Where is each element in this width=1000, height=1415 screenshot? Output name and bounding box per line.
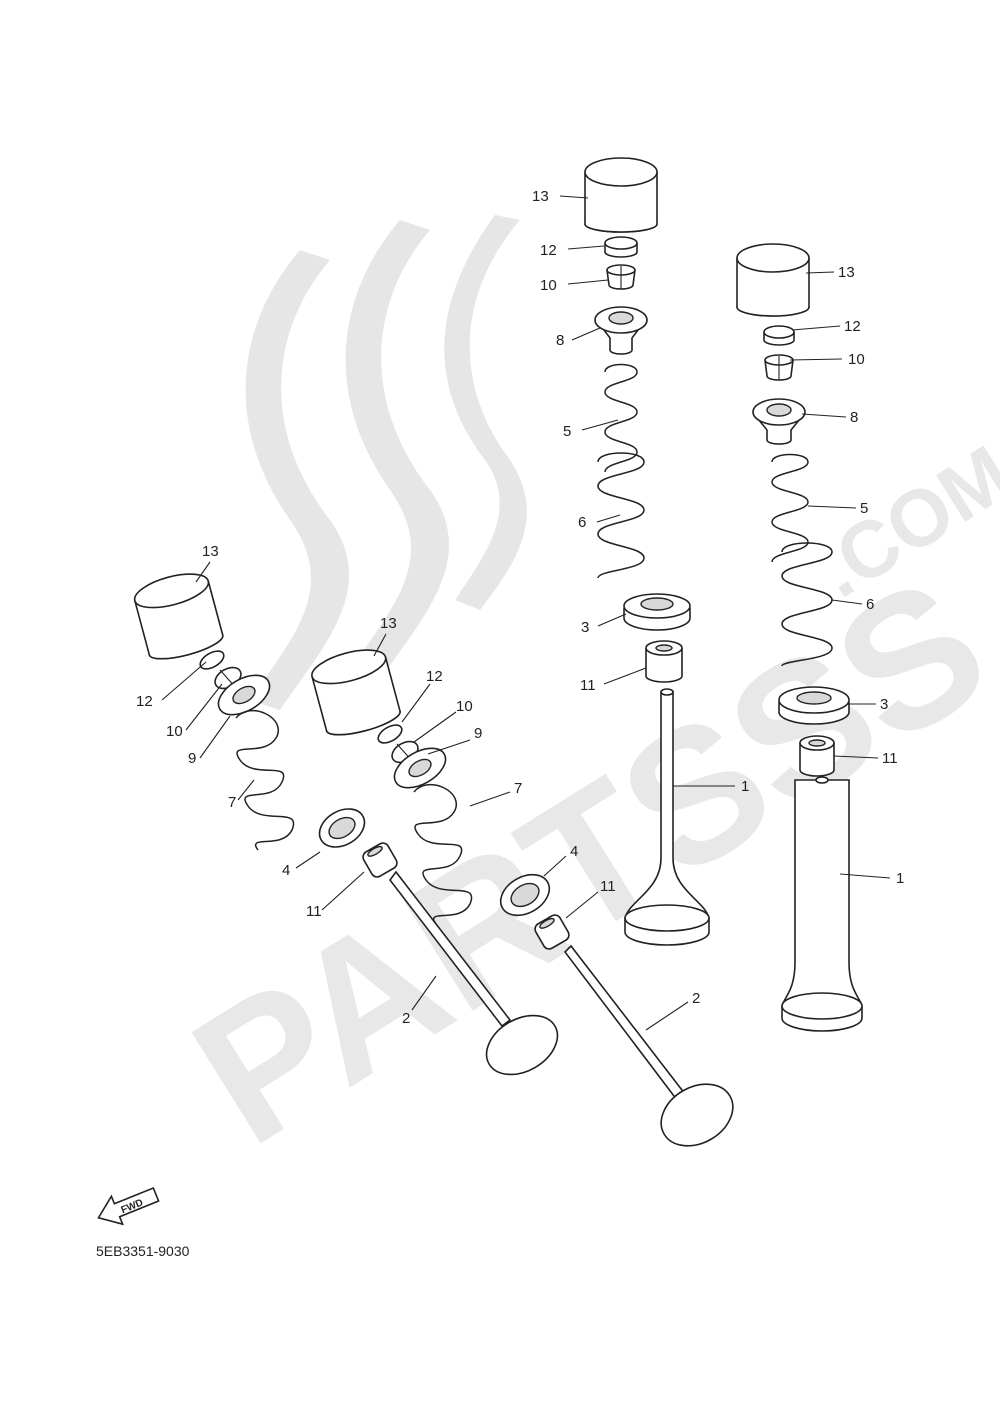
stem-seal: [799, 735, 835, 777]
fwd-arrow: FWD: [97, 1186, 160, 1226]
watermark-swoosh-3: [444, 215, 527, 610]
diagram-code: 5EB3351-9030: [96, 1243, 190, 1259]
stem-seal: [362, 842, 398, 878]
valve-cotter: [764, 354, 794, 381]
callout-5: 5: [860, 500, 868, 517]
callout-1: 1: [896, 870, 904, 887]
watermark-swoosh-2: [345, 220, 450, 680]
callout-10: 10: [166, 723, 183, 740]
valve: [624, 688, 710, 946]
callout-7: 7: [514, 780, 522, 797]
callout-13: 13: [532, 188, 549, 205]
callout-8: 8: [556, 332, 564, 349]
callout-4: 4: [282, 862, 290, 879]
callout-9: 9: [474, 725, 482, 742]
watermark-swoosh-1: [245, 250, 350, 710]
spring-seat: [318, 808, 366, 848]
valve-cotter: [606, 264, 636, 290]
valve: [388, 870, 559, 1076]
spring-seat: [778, 686, 850, 725]
arrow-icon: [97, 1186, 160, 1226]
valve: [781, 776, 863, 1032]
stem-seal: [534, 914, 570, 950]
callout-3: 3: [581, 619, 589, 636]
valve-pad: [377, 724, 403, 744]
inner-spring: [604, 363, 638, 473]
spring-retainer: [393, 747, 447, 789]
stem-seal: [645, 640, 683, 683]
valve-lifter: [584, 157, 658, 233]
callout-2: 2: [692, 990, 700, 1007]
leader-lines: [161, 195, 891, 1031]
callout-10: 10: [540, 277, 557, 294]
callout-12: 12: [540, 242, 557, 259]
spring-seat: [623, 593, 691, 631]
callout-11: 11: [600, 878, 616, 895]
callout-3: 3: [880, 696, 888, 713]
valve-assembly-upper-center: [584, 157, 710, 946]
callout-11: 11: [306, 903, 322, 920]
spring-seat: [499, 873, 551, 917]
outer-spring: [597, 452, 645, 579]
callout-13: 13: [838, 264, 855, 281]
callout-12: 12: [844, 318, 861, 335]
valve-lifter: [133, 573, 224, 660]
valve-lifter: [311, 649, 401, 736]
callout-10: 10: [848, 351, 865, 368]
callout-13: 13: [202, 543, 219, 560]
callout-6: 6: [578, 514, 586, 531]
valve-assembly-lower-center: [311, 649, 734, 1147]
callout-7: 7: [228, 794, 236, 811]
watermark: PARTSSS .COM: [159, 215, 1000, 1185]
callout-5: 5: [563, 423, 571, 440]
valve: [563, 944, 734, 1147]
callout-11: 11: [580, 677, 596, 694]
callout-10: 10: [456, 698, 473, 715]
spring: [413, 783, 473, 925]
callout-2: 2: [402, 1010, 410, 1027]
valve-lifter: [736, 243, 810, 317]
watermark-brand: PARTSSS: [159, 537, 1000, 1185]
callout-4: 4: [570, 843, 578, 860]
spring-retainer: [752, 398, 806, 445]
callout-11: 11: [882, 750, 898, 767]
callout-9: 9: [188, 750, 196, 767]
callouts: 13 12 10 8 5 6 3 11 1 13 12 10 8 5 6 3 1…: [136, 188, 904, 1027]
inner-spring: [771, 453, 809, 563]
spring-retainer: [594, 306, 648, 355]
spring: [235, 709, 295, 851]
callout-8: 8: [850, 409, 858, 426]
valve-assembly-lower-left: [133, 573, 559, 1076]
callout-6: 6: [866, 596, 874, 613]
callout-12: 12: [136, 693, 153, 710]
valve-pad: [763, 325, 795, 346]
callout-13: 13: [380, 615, 397, 632]
valve-assembly-upper-right: [736, 243, 863, 1032]
callout-1: 1: [741, 778, 749, 795]
spring-retainer: [217, 674, 271, 716]
callout-12: 12: [426, 668, 443, 685]
valve-pad: [604, 236, 638, 258]
